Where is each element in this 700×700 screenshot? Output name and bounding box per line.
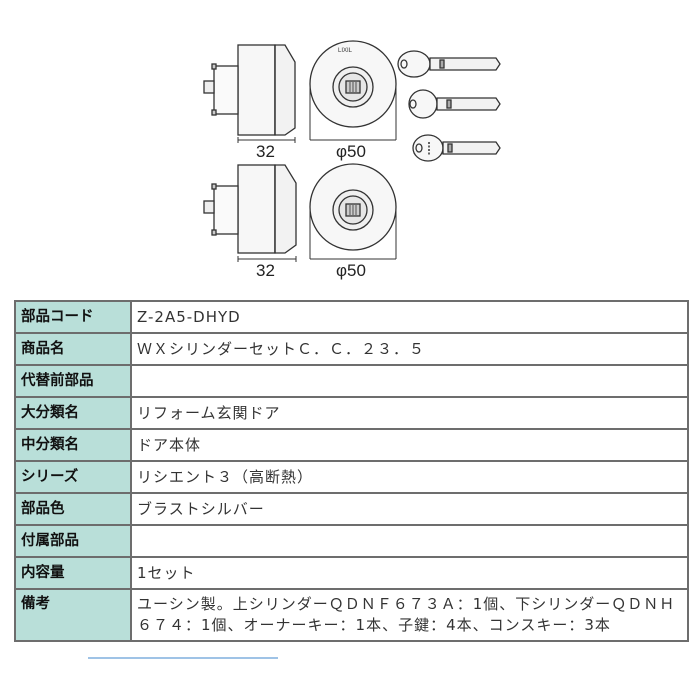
key-owner <box>397 50 501 78</box>
table-row: 代替前部品 <box>14 364 689 398</box>
decorative-underline <box>88 657 278 659</box>
table-row: 付属部品 <box>14 524 689 558</box>
row-value-product-name: ＷＸシリンダーセットＣ．Ｃ．２３．５ <box>130 332 689 366</box>
row-value-major-category: リフォーム玄関ドア <box>130 396 689 430</box>
lower-width-dimension: 32 <box>256 261 275 280</box>
row-label-major-category: 大分類名 <box>14 396 132 430</box>
row-value-previous-part <box>130 364 689 398</box>
table-row: 部品色 ブラストシルバー <box>14 492 689 526</box>
row-label-part-color: 部品色 <box>14 492 132 526</box>
row-label-accessory-parts: 付属部品 <box>14 524 132 558</box>
row-value-quantity: 1セット <box>130 556 689 590</box>
row-value-part-color: ブラストシルバー <box>130 492 689 526</box>
table-row: 大分類名 リフォーム玄関ドア <box>14 396 689 430</box>
lower-cylinder-front-view <box>309 163 397 260</box>
row-label-previous-part: 代替前部品 <box>14 364 132 398</box>
row-label-part-code: 部品コード <box>14 300 132 334</box>
product-drawing: LIXIL 32 φ50 32 φ50 <box>0 0 700 295</box>
row-value-remarks: ユーシン製。上シリンダーＱＤＮＦ６７３Ａ：1個、下シリンダーＱＤＮＨ６７４：1個… <box>130 588 689 642</box>
table-row: 内容量 1セット <box>14 556 689 590</box>
upper-cylinder-front-view <box>309 40 397 141</box>
row-value-middle-category: ドア本体 <box>130 428 689 462</box>
lower-cylinder-side-view <box>203 164 297 262</box>
spec-table: 部品コード Z-2A5-DHYD 商品名 ＷＸシリンダーセットＣ．Ｃ．２３．５ … <box>14 300 689 642</box>
key-child <box>408 89 501 119</box>
upper-cylinder-side-view <box>203 44 296 143</box>
key-construction <box>412 134 501 162</box>
upper-diameter-dimension: φ50 <box>336 142 366 161</box>
brand-mark: LIXIL <box>338 48 353 54</box>
cylinder-diagram: LIXIL <box>203 40 501 262</box>
row-label-quantity: 内容量 <box>14 556 132 590</box>
row-value-part-code: Z-2A5-DHYD <box>130 300 689 334</box>
row-value-accessory-parts <box>130 524 689 558</box>
row-label-middle-category: 中分類名 <box>14 428 132 462</box>
table-row: 備考 ユーシン製。上シリンダーＱＤＮＦ６７３Ａ：1個、下シリンダーＱＤＮＨ６７４… <box>14 588 689 642</box>
lower-diameter-dimension: φ50 <box>336 261 366 280</box>
row-value-series: リシエント３（高断熱） <box>130 460 689 494</box>
table-row: 中分類名 ドア本体 <box>14 428 689 462</box>
row-label-product-name: 商品名 <box>14 332 132 366</box>
row-label-remarks: 備考 <box>14 588 132 642</box>
table-row: 部品コード Z-2A5-DHYD <box>14 300 689 334</box>
upper-width-dimension: 32 <box>256 142 275 161</box>
table-row: 商品名 ＷＸシリンダーセットＣ．Ｃ．２３．５ <box>14 332 689 366</box>
table-row: シリーズ リシエント３（高断熱） <box>14 460 689 494</box>
row-label-series: シリーズ <box>14 460 132 494</box>
